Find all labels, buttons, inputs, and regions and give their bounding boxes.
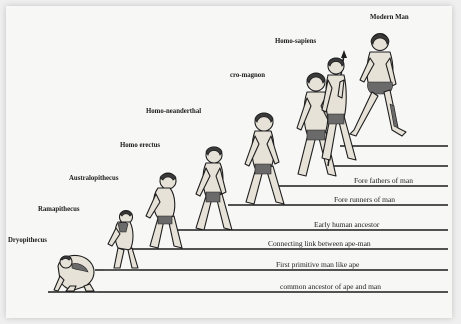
stage-name-homo-neanderthal: Homo-neanderthal xyxy=(146,108,201,115)
homo-sapiens-figure xyxy=(322,50,356,166)
homo-neanderthal-figure xyxy=(245,113,284,204)
stage-name-cro-magnon: cro-magnon xyxy=(230,72,265,79)
description-4: Early human ancestor xyxy=(314,220,380,229)
stage-name-australopithecus: Australopithecus xyxy=(69,175,119,182)
stage-name-modern-man: Modern Man xyxy=(370,14,409,21)
stage-name-ramapithecus: Ramapithecus xyxy=(38,206,80,213)
modern-man-figure xyxy=(350,34,406,137)
description-3: Connecting link between ape-man xyxy=(268,239,371,248)
description-5: Fore runners of man xyxy=(334,195,395,204)
dryopithecus-figure xyxy=(54,255,94,291)
stage-name-homo-sapiens: Homo-sapiens xyxy=(275,38,317,45)
description-6: Fore fathers of man xyxy=(354,176,413,185)
homo-erectus-figure xyxy=(196,147,232,230)
ramapithecus-figure xyxy=(108,211,138,269)
description-1: common ancestor of ape and man xyxy=(280,282,381,291)
stage-name-homo-erectus: Homo erectus xyxy=(120,142,160,149)
description-2: First primitive man like ape xyxy=(276,260,360,269)
stage-descriptions: common ancestor of ape and man First pri… xyxy=(268,176,413,291)
australopithecus-figure xyxy=(146,173,182,248)
stage-name-dryopithecus: Dryopithecus xyxy=(8,237,47,244)
